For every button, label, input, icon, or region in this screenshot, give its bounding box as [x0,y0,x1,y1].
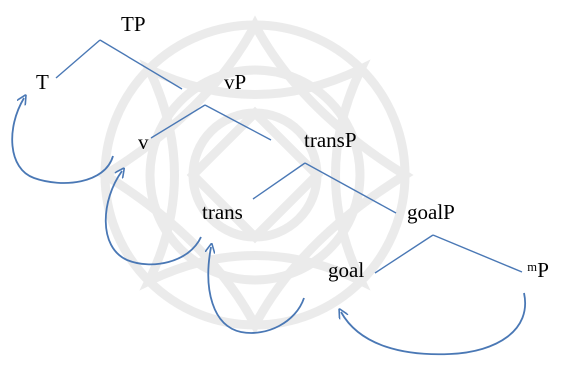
arrow-trans-to-v [104,171,202,266]
arrow-v-to-t [11,98,114,184]
node-trans-label: trans [202,200,243,224]
branch-vp-right [204,104,272,141]
branch-tp-right [99,39,183,90]
branch-goalp-right [432,234,523,273]
arrow-pm-to-goal [341,292,527,356]
node-vp-label: vP [224,70,247,94]
node-goalp-label: goalP [407,200,455,224]
node-goal-label: goal [328,258,365,282]
node-tp-label: TP [121,12,146,36]
branch-tp-left [55,39,101,79]
node-pm-label: ᵐP [527,258,549,282]
branch-goalp-left [374,234,434,274]
branch-vp-left [150,104,206,139]
watermark-ornament [96,15,414,335]
tree-branches [55,39,523,274]
branch-transp-right [304,162,397,214]
node-v-label: v [138,130,149,154]
node-transp-label: transP [304,128,357,152]
node-t-label: T [36,70,49,94]
movement-arrows [11,98,527,356]
arrow-goal-to-trans [208,247,305,334]
branch-transp-left [252,162,306,200]
